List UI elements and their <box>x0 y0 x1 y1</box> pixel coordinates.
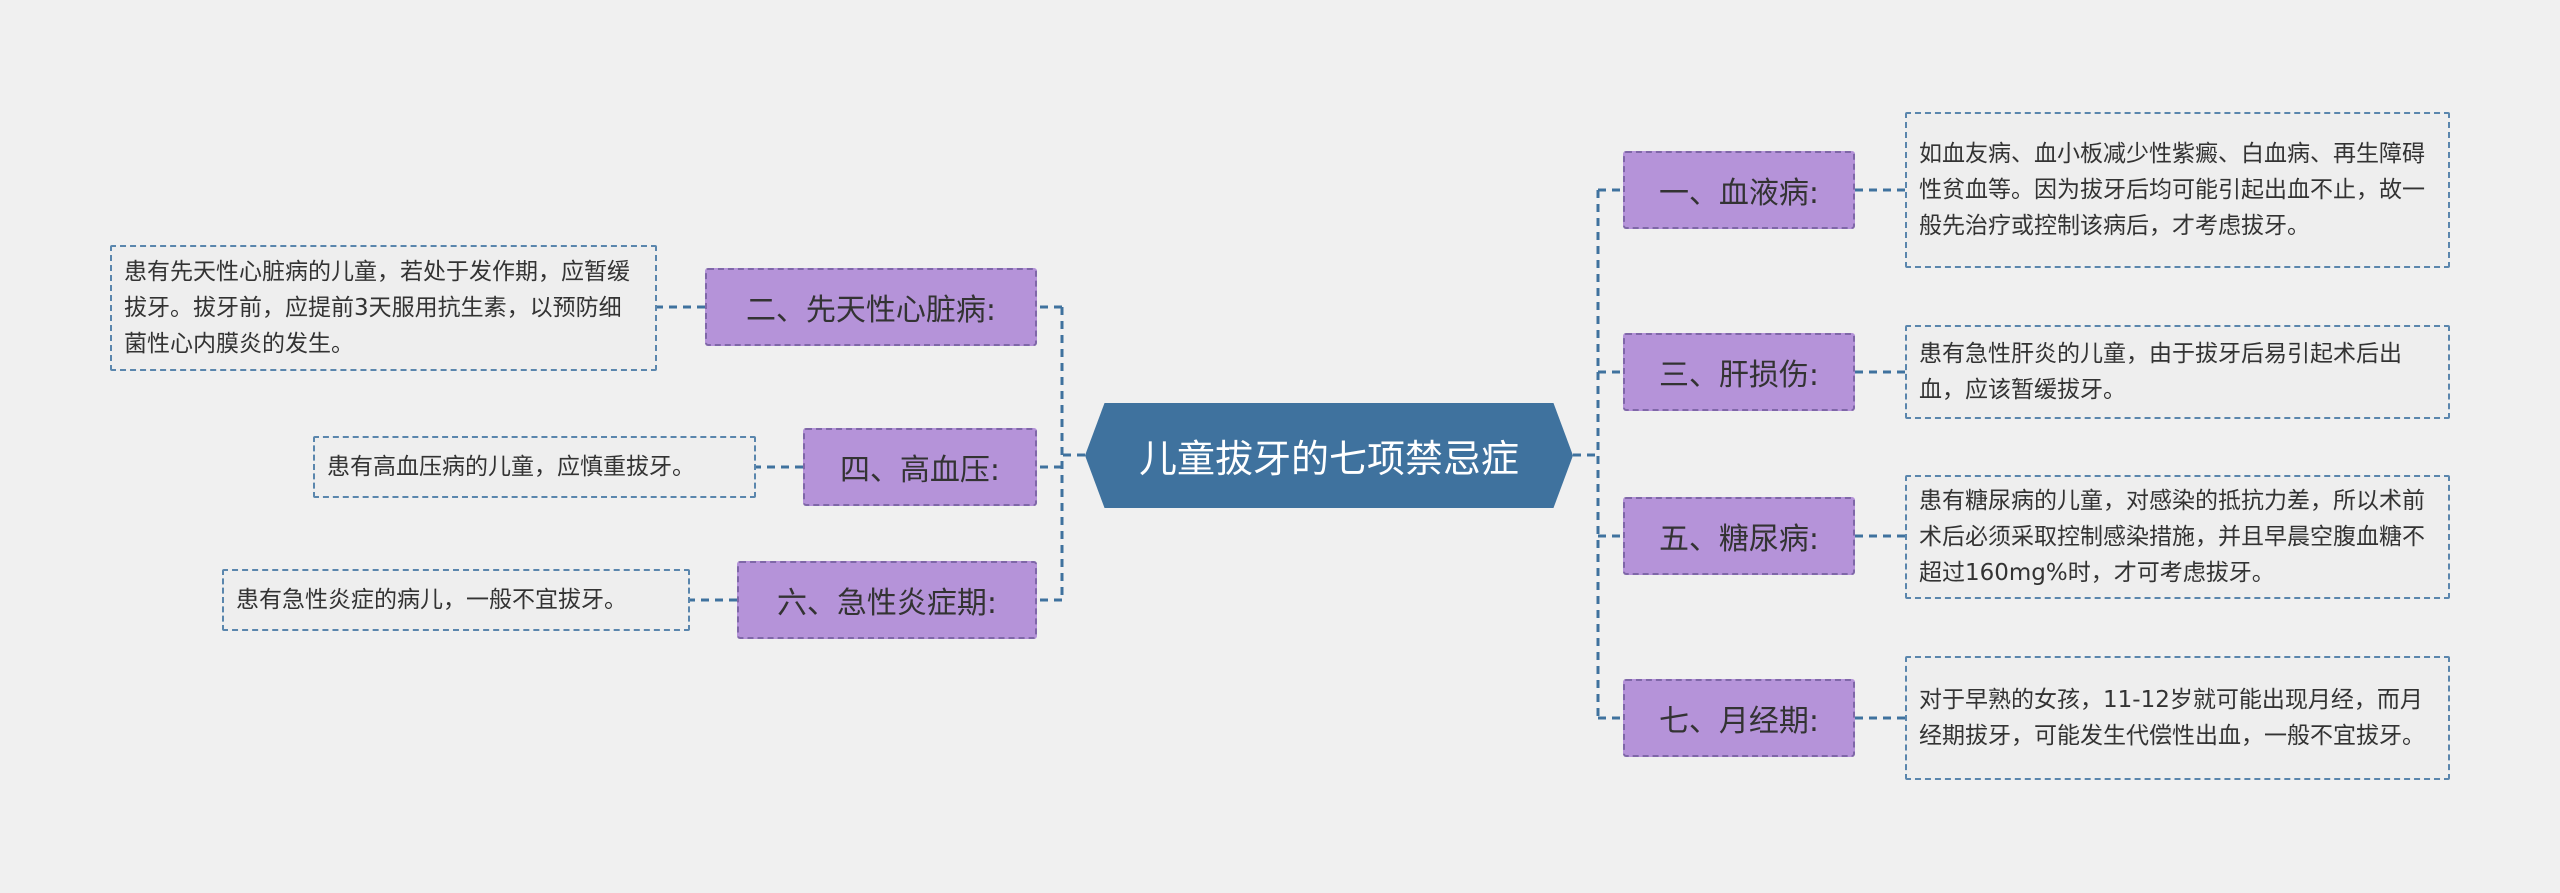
branch-label: 二、先天性心脏病: <box>745 293 997 328</box>
branch-label: 七、月经期: <box>1658 704 1820 739</box>
branch-label: 六、急性炎症期: <box>776 586 998 621</box>
central-topic[interactable]: 儿童拔牙的七项禁忌症 <box>1085 403 1573 508</box>
detail-acute-inflammation[interactable]: 患有急性炎症的病儿，一般不宜拔牙。 <box>222 569 690 631</box>
branch-label: 四、高血压: <box>839 453 1001 488</box>
branch-label: 三、肝损伤: <box>1658 358 1820 393</box>
branch-blood-disease[interactable]: 一、血液病: <box>1623 151 1855 229</box>
branch-liver-damage[interactable]: 三、肝损伤: <box>1623 333 1855 411</box>
branch-hypertension[interactable]: 四、高血压: <box>803 428 1037 506</box>
detail-text: 患有糖尿病的儿童，对感染的抵抗力差，所以术前术后必须采取控制感染措施，并且早晨空… <box>1919 488 2425 586</box>
detail-hypertension[interactable]: 患有高血压病的儿童，应慎重拔牙。 <box>313 436 756 498</box>
branch-diabetes[interactable]: 五、糖尿病: <box>1623 497 1855 575</box>
branch-acute-inflammation[interactable]: 六、急性炎症期: <box>737 561 1037 639</box>
branch-menstrual-period[interactable]: 七、月经期: <box>1623 679 1855 757</box>
detail-congenital-heart-disease[interactable]: 患有先天性心脏病的儿童，若处于发作期，应暂缓拔牙。拔牙前，应提前3天服用抗生素，… <box>110 245 657 371</box>
detail-text: 患有急性肝炎的儿童，由于拔牙后易引起术后出血，应该暂缓拔牙。 <box>1919 341 2402 403</box>
detail-text: 患有先天性心脏病的儿童，若处于发作期，应暂缓拔牙。拔牙前，应提前3天服用抗生素，… <box>124 259 630 357</box>
detail-text: 如血友病、血小板减少性紫癜、白血病、再生障碍性贫血等。因为拔牙后均可能引起出血不… <box>1919 141 2425 239</box>
detail-liver-damage[interactable]: 患有急性肝炎的儿童，由于拔牙后易引起术后出血，应该暂缓拔牙。 <box>1905 325 2450 419</box>
detail-blood-disease[interactable]: 如血友病、血小板减少性紫癜、白血病、再生障碍性贫血等。因为拔牙后均可能引起出血不… <box>1905 112 2450 268</box>
detail-menstrual-period[interactable]: 对于早熟的女孩，11-12岁就可能出现月经，而月经期拔牙，可能发生代偿性出血，一… <box>1905 656 2450 780</box>
branch-label: 一、血液病: <box>1658 176 1820 211</box>
branch-label: 五、糖尿病: <box>1658 522 1820 557</box>
central-topic-label: 儿童拔牙的七项禁忌症 <box>1138 437 1519 481</box>
detail-text: 对于早熟的女孩，11-12岁就可能出现月经，而月经期拔牙，可能发生代偿性出血，一… <box>1919 687 2425 749</box>
branch-congenital-heart-disease[interactable]: 二、先天性心脏病: <box>705 268 1037 346</box>
detail-text: 患有急性炎症的病儿，一般不宜拔牙。 <box>236 587 627 613</box>
detail-text: 患有高血压病的儿童，应慎重拔牙。 <box>327 454 695 480</box>
detail-diabetes[interactable]: 患有糖尿病的儿童，对感染的抵抗力差，所以术前术后必须采取控制感染措施，并且早晨空… <box>1905 475 2450 599</box>
